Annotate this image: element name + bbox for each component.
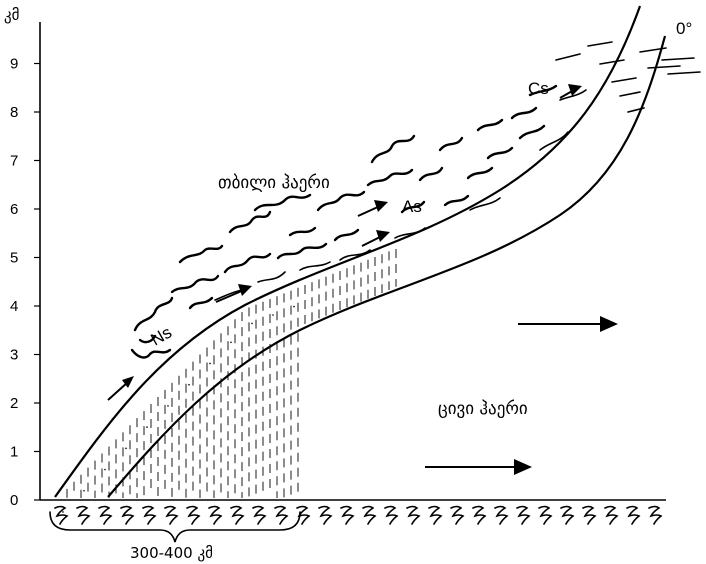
y-axis-ticks: 0 1 2 3 4 5 6 7 8 9 <box>10 56 40 509</box>
y-tick-label: 8 <box>10 104 18 121</box>
upper-frontal-surface <box>54 5 642 498</box>
y-tick-label: 6 <box>10 201 18 218</box>
zero-isotherm-label: 0° <box>676 19 692 38</box>
y-tick-label: 2 <box>10 395 18 412</box>
y-axis-unit: კმ <box>4 6 20 24</box>
y-tick-label: 5 <box>10 250 18 267</box>
lower-frontal-surface <box>107 35 667 498</box>
distance-label: 300-400 კმ <box>130 544 213 562</box>
cirrostratus-label: Cs <box>528 79 549 98</box>
cold-air-flow-arrows <box>425 316 618 475</box>
precipitation-zone <box>62 249 397 513</box>
altostratus-label: As <box>402 197 422 216</box>
y-tick-label: 9 <box>10 56 18 73</box>
y-tick-label: 1 <box>10 444 18 461</box>
warm-air-flow-arrows <box>107 84 582 401</box>
y-tick-label: 3 <box>10 347 18 364</box>
y-tick-label: 7 <box>10 153 18 170</box>
y-tick-label: 0 <box>10 492 18 509</box>
y-tick-label: 4 <box>10 298 18 315</box>
cloud-system <box>130 41 701 359</box>
warm-air-label: თბილი ჰაერი <box>218 173 330 193</box>
ground-surface <box>54 505 663 525</box>
nimbostratus-label: Ns <box>148 323 175 350</box>
cold-air-label: ცივი ჰაერი <box>438 399 528 419</box>
distance-brace <box>49 511 301 543</box>
